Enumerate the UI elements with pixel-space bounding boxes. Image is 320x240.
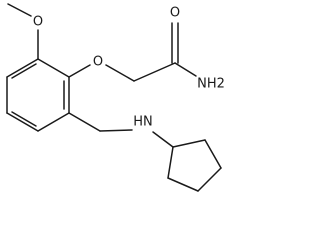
cp-bond-1 — [172, 139, 206, 148]
bond-methoxy-methyl — [7, 3, 32, 17]
ring-bond-bottom — [6, 112, 39, 132]
ring-inner-bond-3 — [11, 63, 37, 79]
benzene-ring — [6, 58, 70, 132]
bond-ring-ether-o — [68, 64, 91, 78]
bond-ether-o-ch2 — [105, 64, 135, 82]
cyclopentane-ring — [167, 139, 222, 192]
bond-amine-n-cyclopentyl — [152, 131, 174, 148]
ring-bond-right-bot — [37, 112, 70, 132]
bond-ring-ch2 — [68, 112, 101, 132]
ring-inner-bond-2 — [11, 111, 37, 127]
ether-oxygen-label: O — [93, 55, 103, 70]
bond-carbonyl-c-n — [174, 62, 197, 77]
cp-bond-4 — [167, 177, 199, 192]
ring-bond-top — [37, 58, 70, 78]
carbonyl-oxygen-label: O — [170, 6, 180, 21]
cp-bond-3 — [197, 167, 222, 192]
molecule-structure: O O O NH2 HN — [6, 3, 225, 192]
amine-nitrogen-label: HN — [133, 115, 153, 130]
ring-bond-left-top — [6, 58, 39, 78]
methoxy-oxygen-label: O — [33, 15, 43, 30]
bond-ch2-amine-n — [99, 129, 133, 132]
amide-nitrogen-label: NH2 — [197, 77, 225, 92]
cp-bond-5 — [167, 146, 174, 179]
bond-ch2-carbonyl-c — [133, 62, 176, 82]
cp-bond-2 — [204, 139, 222, 169]
